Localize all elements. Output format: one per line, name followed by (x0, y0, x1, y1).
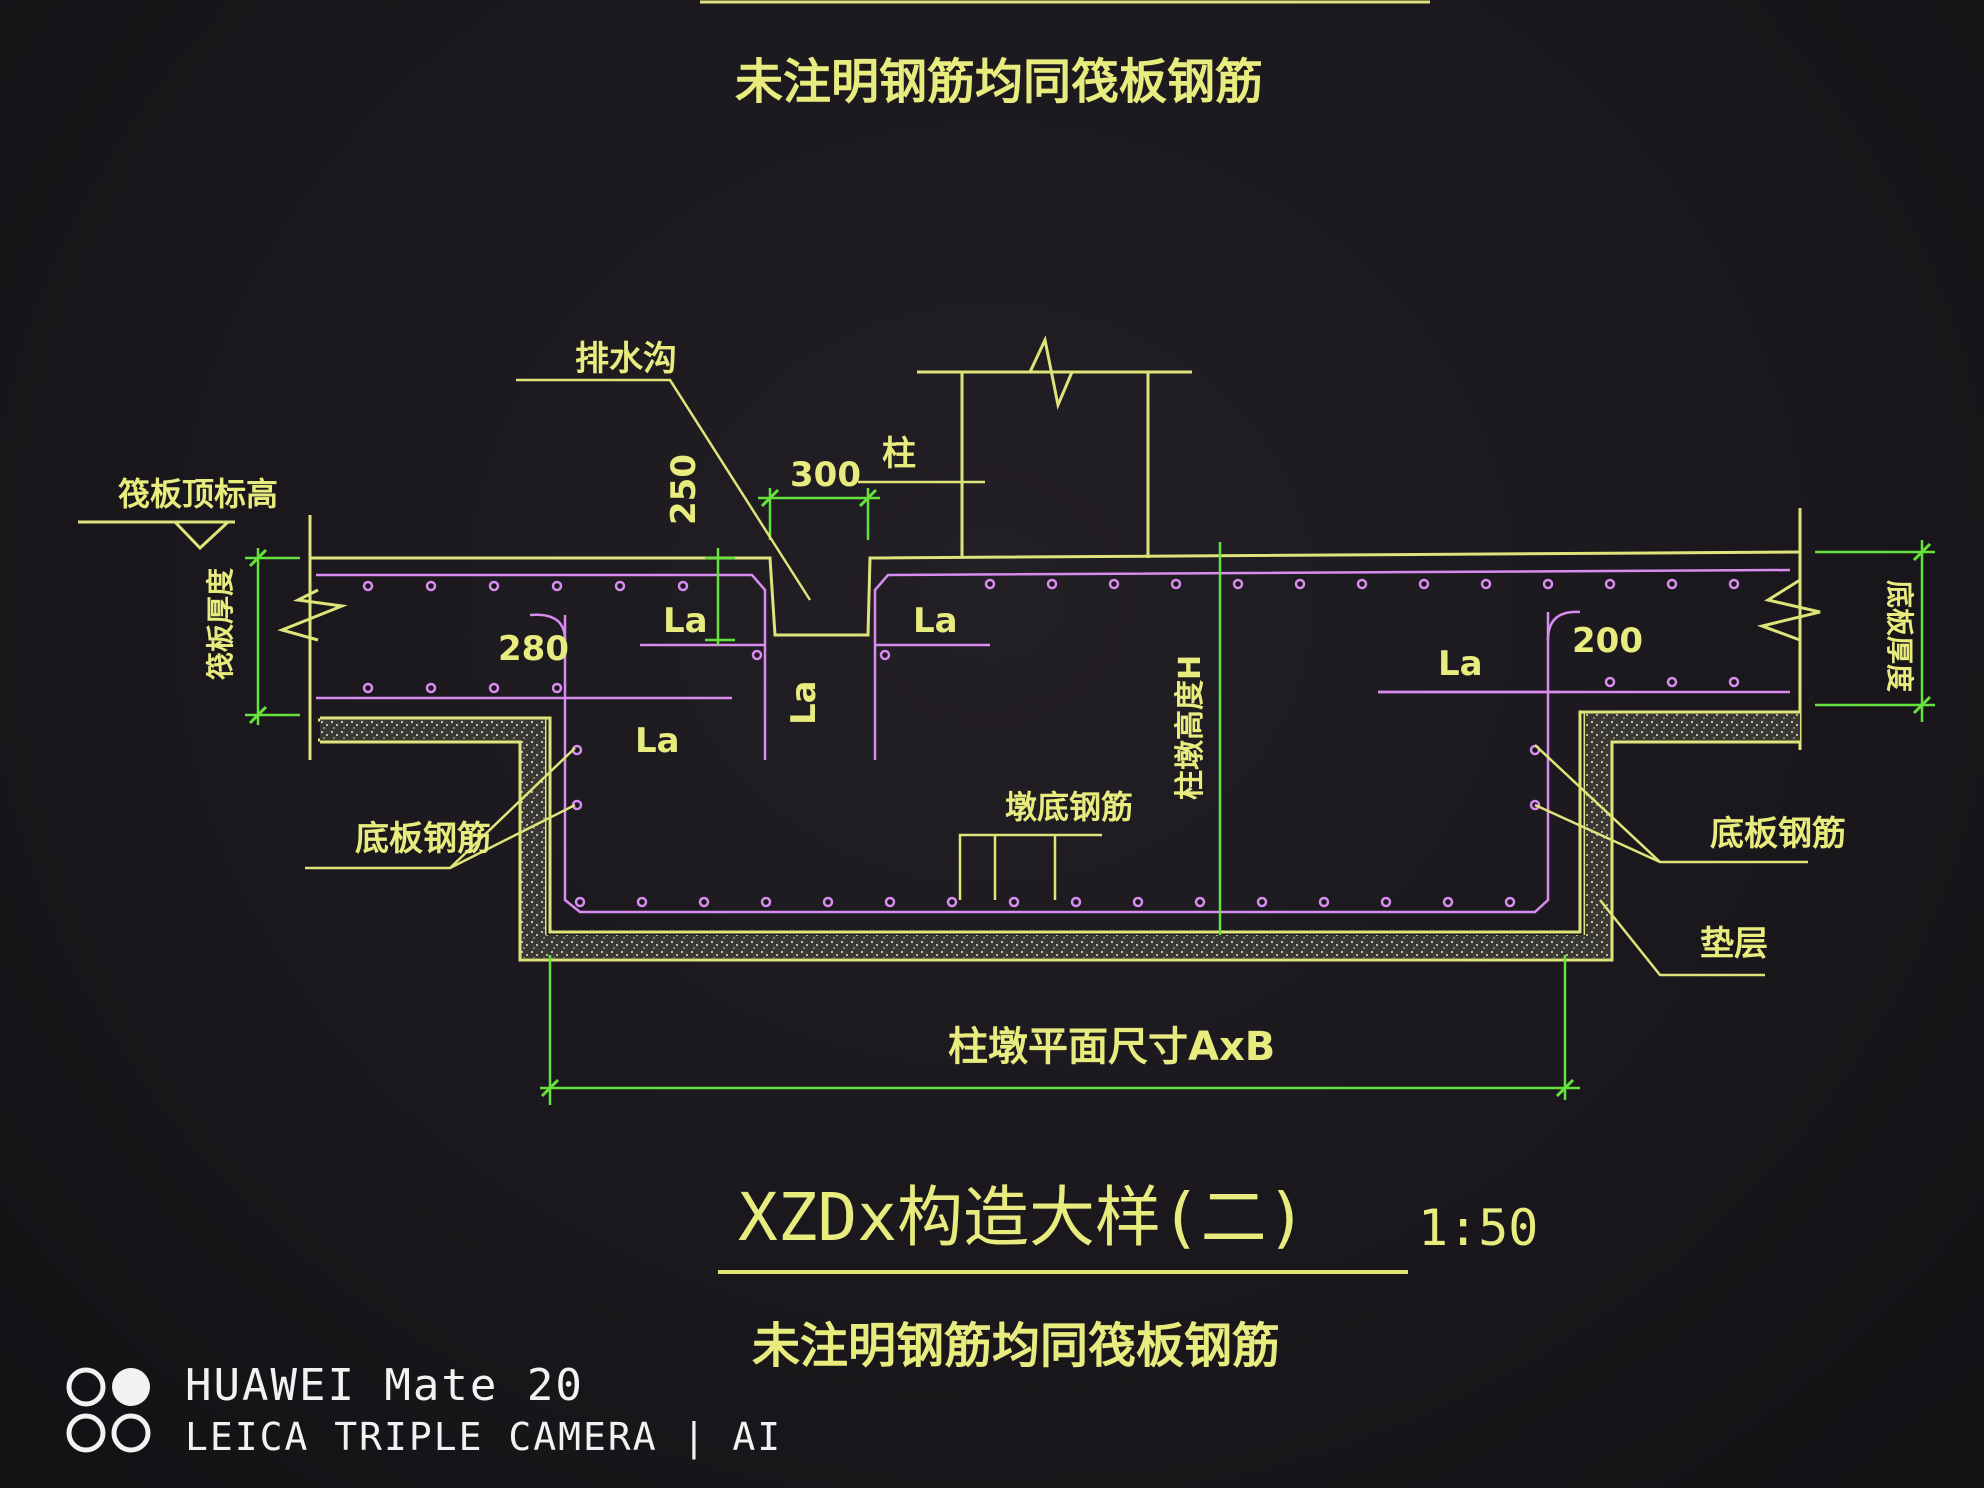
rebar-dot (822, 896, 834, 908)
pit-depth-label: 柱墩高度H (1173, 655, 1208, 800)
dim-250-label: 250 (664, 454, 704, 525)
la-label-2: La (913, 601, 958, 641)
rebar-dot (760, 896, 772, 908)
watermark-line-1: HUAWEI Mate 20 (185, 1360, 584, 1411)
rebar-dot (677, 580, 689, 592)
rebar-dot (1442, 896, 1454, 908)
rebar-dot (751, 649, 763, 661)
slab-rebar-left-label: 底板钢筋 (355, 819, 491, 859)
drain-ditch-label: 排水沟 (575, 339, 677, 379)
watermark-logo-icon (66, 1367, 106, 1407)
pit-outer-outline (320, 740, 1800, 962)
dimension-lines (245, 488, 1935, 1105)
camera-watermark: HUAWEI Mate 20 LEICA TRIPLE CAMERA | AI (66, 1360, 782, 1460)
rebar-dot (425, 682, 437, 694)
bottom-note: 未注明钢筋均同筏板钢筋 (752, 1318, 1280, 1374)
rebar-dot (574, 896, 586, 908)
rebar-dot (362, 682, 374, 694)
watermark-line-2: LEICA TRIPLE CAMERA | AI (185, 1415, 782, 1460)
concrete-outline (78, 370, 1802, 958)
rebar-dot (425, 580, 437, 592)
pit-plan-size-label: 柱墩平面尺寸AxB (948, 1024, 1275, 1070)
rebar-dot (698, 896, 710, 908)
rebar-dot (1418, 578, 1430, 590)
rebar-dot (1232, 578, 1244, 590)
cushion-hatch (320, 712, 1800, 958)
rebar-dot (946, 896, 958, 908)
rebar-dot (488, 580, 500, 592)
rebar-dot (1170, 578, 1182, 590)
rebar-dot (551, 682, 563, 694)
rebar-dot (636, 896, 648, 908)
rebar-dot (1380, 896, 1392, 908)
la-label-1: La (663, 601, 708, 641)
rebar-dot (1070, 896, 1082, 908)
rebar-dots (362, 578, 1740, 908)
dim-200-label: 200 (1572, 621, 1643, 661)
raft-top-elevation-label: 筏板顶标高 (118, 475, 278, 513)
rebar-dot (1504, 896, 1516, 908)
rebar-dot (1728, 578, 1740, 590)
dimension-ticks (248, 488, 1932, 1098)
drawing-scale: 1:50 (1418, 1199, 1538, 1257)
rebar-dot (879, 649, 891, 661)
rebar-dot (1542, 578, 1554, 590)
rebar-dot (1604, 578, 1616, 590)
la-label-4: La (635, 721, 680, 761)
rebar-dot (1666, 676, 1678, 688)
top-note: 未注明钢筋均同筏板钢筋 (735, 54, 1263, 110)
right-break-symbol (1756, 578, 1821, 642)
rebar-dot (1132, 896, 1144, 908)
rebar-dot (884, 896, 896, 908)
cushion-label: 垫层 (1700, 924, 1768, 964)
leader-lines (305, 378, 1808, 977)
rebar-dot (1108, 578, 1120, 590)
slab-rebar-right-label: 底板钢筋 (1710, 814, 1846, 854)
rebar-dot (1318, 896, 1330, 908)
rebar-dot (614, 580, 626, 592)
rebar-dot (1194, 896, 1206, 908)
rebar-dot (1356, 578, 1368, 590)
pit-bottom-rebar-label: 墩底钢筋 (1005, 788, 1133, 826)
column-break-line (1028, 335, 1074, 411)
la-label-5: La (1438, 644, 1483, 684)
rebar-dot (1046, 578, 1058, 590)
rebar-dot (1256, 896, 1268, 908)
rebar-dot (362, 580, 374, 592)
rebar-dot (1728, 676, 1740, 688)
rebar-dot (1008, 896, 1020, 908)
rebar-dot (1666, 578, 1678, 590)
rebar-dot (488, 682, 500, 694)
left-break-symbol (277, 588, 348, 642)
raft-thickness-left-label: 筏板厚度 (204, 568, 237, 680)
pit-inner-outline (320, 710, 1800, 934)
rebar-dot (1294, 578, 1306, 590)
column-label: 柱 (882, 434, 916, 474)
rebar-dot (551, 580, 563, 592)
dim-300-label: 300 (790, 455, 861, 495)
rebar-dot (1480, 578, 1492, 590)
rebar-lines (316, 568, 1791, 914)
raft-thickness-right-label: 底板厚度 (1883, 580, 1916, 692)
drawing-title: XZDx构造大样(二) (738, 1179, 1306, 1256)
la-label-3: La (784, 680, 824, 725)
rebar-dot (984, 578, 996, 590)
dim-280-label: 280 (498, 629, 569, 669)
rebar-dot (1604, 676, 1616, 688)
